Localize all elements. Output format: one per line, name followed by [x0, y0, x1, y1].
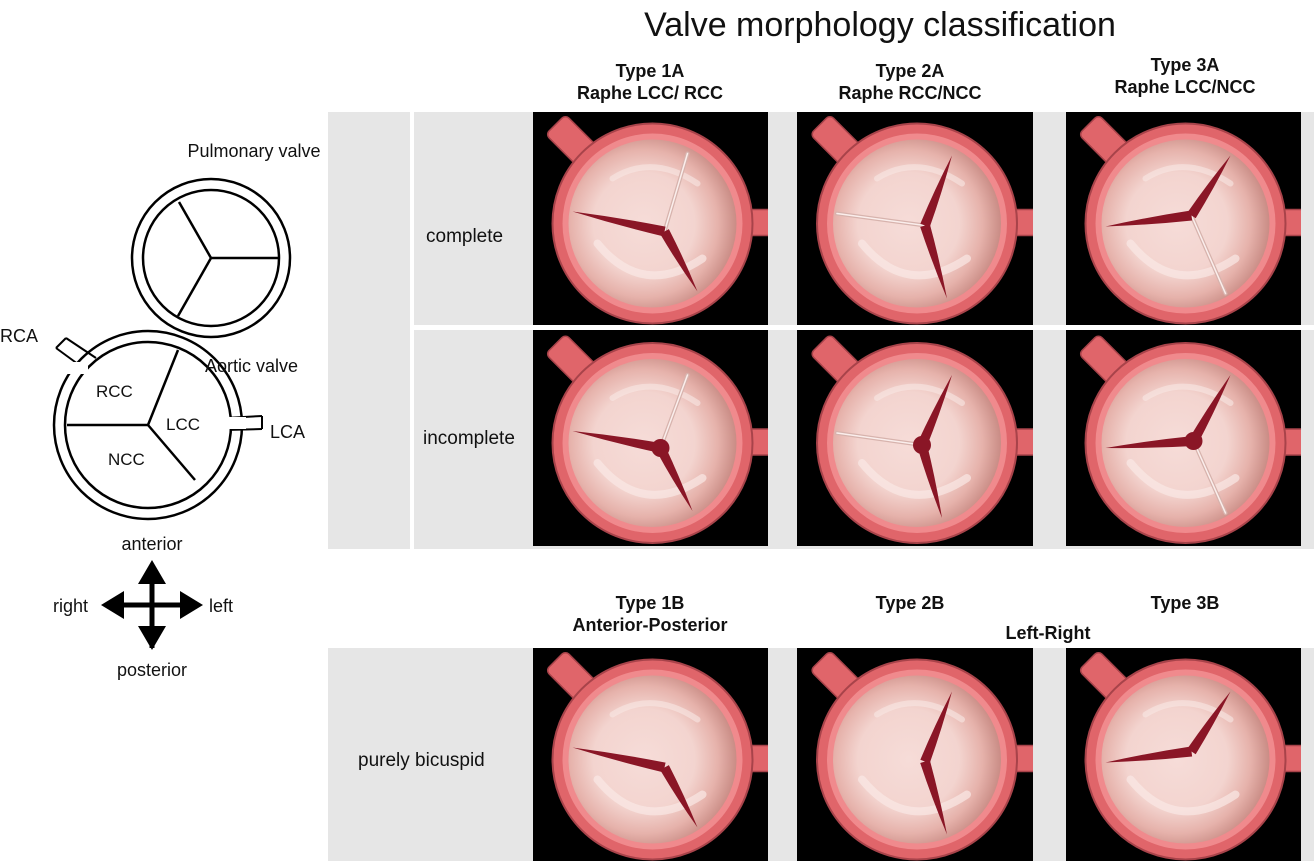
rca-label: RCA: [0, 326, 38, 346]
column-header-3b: Type 3B: [1060, 592, 1310, 614]
valve-panel-2a-complete: [797, 112, 1033, 325]
compass-anterior-label: anterior: [121, 534, 182, 554]
row-label-purely-bicuspid: purely bicuspid: [358, 750, 485, 772]
column-header-1a: Type 1A Raphe LCC/ RCC: [530, 60, 770, 104]
raphe-label: Raphe RCC/NCC: [790, 82, 1030, 104]
commissure-center: [1185, 432, 1203, 450]
pulmonary-valve-diagram: [132, 179, 290, 337]
column-header-2b: Type 2B: [790, 592, 1030, 614]
valve-panel-1a-incomplete: [533, 330, 768, 546]
valve-schematic: Pulmonary valve RCA Aortic valve LCA RCC…: [0, 100, 340, 700]
lcc-label: LCC: [166, 415, 200, 434]
raphe-label: Raphe LCC/NCC: [1060, 76, 1310, 98]
compass-right-label: right: [53, 596, 88, 616]
type-label: Type 2B: [790, 592, 1030, 614]
lca-label: LCA: [270, 422, 305, 442]
row-label-incomplete: incomplete: [423, 428, 515, 450]
compass-posterior-label: posterior: [117, 660, 187, 680]
band-divider-vertical: [410, 112, 414, 549]
type-label: Type 1B: [530, 592, 770, 614]
type-label: Type 3B: [1060, 592, 1310, 614]
ncc-label: NCC: [108, 450, 145, 469]
type-label: Type 1A: [530, 60, 770, 82]
valve-panel-2a-incomplete: [797, 330, 1033, 546]
rcc-label: RCC: [96, 382, 133, 401]
type-label: Type 3A: [1060, 54, 1310, 76]
pulmonary-valve-label: Pulmonary valve: [187, 141, 320, 161]
valve-panel-1b-bicuspid: [533, 648, 768, 861]
orientation-compass-icon: [101, 560, 203, 650]
row-label-complete: complete: [426, 226, 503, 248]
sub-label: Anterior-Posterior: [530, 614, 770, 636]
figure-title: Valve morphology classification: [560, 6, 1200, 45]
column-header-2a: Type 2A Raphe RCC/NCC: [790, 60, 1030, 104]
valve-panel-3a-complete: [1066, 112, 1301, 325]
compass-left-label: left: [209, 596, 233, 616]
valve-panel-3b-bicuspid: [1066, 648, 1301, 861]
valve-panel-1a-complete: [533, 112, 768, 325]
column-header-3a: Type 3A Raphe LCC/NCC: [1060, 54, 1310, 98]
commissure-center: [913, 436, 931, 454]
valve-panel-3a-incomplete: [1066, 330, 1301, 546]
type-label: Type 2A: [790, 60, 1030, 82]
aortic-valve-label: Aortic valve: [205, 356, 298, 376]
raphe-label: Raphe LCC/ RCC: [530, 82, 770, 104]
column-header-1b: Type 1B Anterior-Posterior: [530, 592, 770, 636]
valve-panel-2b-bicuspid: [797, 648, 1033, 861]
commissure-center: [652, 439, 670, 457]
left-right-label: Left-Right: [948, 622, 1148, 644]
